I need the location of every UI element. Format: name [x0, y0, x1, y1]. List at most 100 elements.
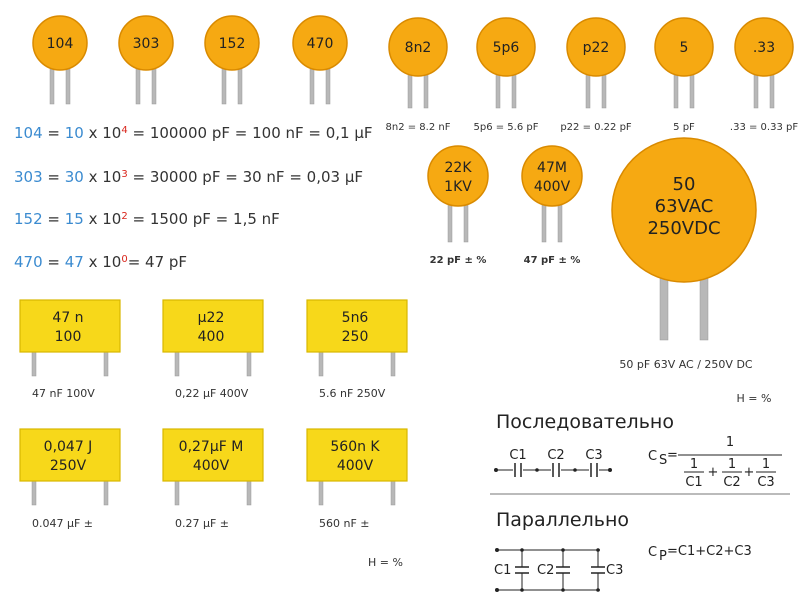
ceramic-disc — [204, 15, 260, 71]
ceramic-disc — [521, 145, 583, 207]
equation-exponent: 4 — [121, 125, 127, 136]
ceramic-capacitor-.33: .33.33 = 0.33 pF — [730, 17, 798, 133]
plus-sign: + — [708, 465, 719, 480]
junction — [561, 548, 565, 552]
ceramic-disc — [734, 17, 794, 77]
capacitor-caption: 22 pF ± % — [430, 255, 487, 266]
ceramic-disc — [32, 15, 88, 71]
equation-code: 470 — [14, 253, 43, 271]
formula-rhs: =C1+C2+C3 — [667, 544, 752, 559]
capacitor-caption: 0,22 µF 400V — [175, 387, 249, 400]
capacitor-line1: µ22 — [198, 310, 225, 326]
capacitor-line1: 0,27µF M — [179, 439, 244, 455]
ceramic-capacitor-152: 152 — [204, 15, 260, 105]
capacitor-code: 8n2 — [405, 40, 432, 56]
equation-times: x 10 — [84, 124, 122, 142]
capacitor-line2: 250 — [342, 329, 369, 345]
junction — [520, 588, 524, 592]
capacitor-caption: 47 pF ± % — [524, 255, 581, 266]
equation-times: x 10 — [84, 168, 122, 186]
formula-lhs: C — [648, 449, 657, 464]
term-numerator: 1 — [728, 457, 736, 472]
capacitor-line1: 5n6 — [342, 310, 369, 326]
lead-right — [103, 480, 109, 506]
lead-right — [246, 480, 252, 506]
equation-times: x 10 — [84, 253, 122, 271]
junction — [561, 588, 565, 592]
capacitor-line3: 250VDC — [647, 218, 720, 239]
lead-left — [318, 480, 324, 506]
code-equation-470: 470 = 47 x 100= 47 pF — [14, 253, 187, 271]
lead-left — [174, 480, 180, 506]
ceramic-capacitor-303: 303 — [118, 15, 174, 105]
formula-numerator: 1 — [726, 435, 734, 450]
junction — [520, 548, 524, 552]
capacitor-caption: 5p6 = 5.6 pF — [474, 122, 539, 133]
capacitor-code: 5 — [680, 40, 689, 56]
equation-result: = 30000 pF = 30 nF = 0,03 µF — [128, 168, 363, 186]
film-body — [306, 428, 408, 482]
lead-right — [246, 351, 252, 377]
tolerance-note: H = % — [368, 556, 403, 569]
capacitor-code: 152 — [219, 36, 246, 52]
parallel-title: Параллельно — [496, 509, 629, 531]
code-equations: 104 = 10 x 104 = 100000 pF = 100 nF = 0,… — [14, 124, 373, 271]
equation-digits: 15 — [65, 210, 84, 228]
ceramic-disc — [654, 17, 714, 77]
capacitor-caption: 0.27 µF ± — [175, 517, 229, 530]
equation-code: 303 — [14, 168, 43, 186]
capacitor-line1: 47 n — [52, 310, 83, 326]
equation-exponent: 2 — [121, 211, 127, 222]
lead-left — [318, 351, 324, 377]
term-numerator: 1 — [690, 457, 698, 472]
ceramic-disc — [118, 15, 174, 71]
capacitor-line1: 50 — [673, 174, 696, 195]
code-equation-104: 104 = 10 x 104 = 100000 pF = 100 nF = 0,… — [14, 124, 373, 142]
capacitor-caption: 0.047 µF ± — [32, 517, 93, 530]
series-capacitor-label: C3 — [585, 448, 602, 463]
capacitor-line2: 63VAC — [655, 196, 714, 217]
term-denominator: C3 — [757, 475, 774, 490]
lead-left — [31, 480, 37, 506]
ceramic-capacitor-104: 104 — [32, 15, 88, 105]
capacitor-gap — [513, 462, 523, 478]
formula-lhs: C — [648, 545, 657, 560]
film-body — [19, 428, 121, 482]
film-body — [162, 428, 264, 482]
capacitor-caption: 8n2 = 8.2 nF — [386, 122, 451, 133]
equation-result: = 1500 pF = 1,5 nF — [128, 210, 280, 228]
equation-digits: 30 — [65, 168, 84, 186]
capacitor-code: 470 — [307, 36, 334, 52]
capacitor-code: p22 — [583, 40, 610, 56]
equation-digits: 47 — [65, 253, 84, 271]
formula-sub: S — [659, 453, 667, 468]
capacitor-caption: 5.6 nF 250V — [319, 387, 386, 400]
ceramic-disc — [427, 145, 489, 207]
capacitor-code: 104 — [47, 36, 74, 52]
film-body — [162, 299, 264, 353]
junction — [573, 468, 577, 472]
equation-exponent: 3 — [121, 169, 127, 180]
capacitor-caption: .33 = 0.33 pF — [730, 122, 798, 133]
series-title: Последовательно — [496, 411, 674, 433]
film-capacitor-row1-2: 5n6 250 5.6 nF 250V — [306, 299, 408, 400]
formula-equals: = — [667, 448, 678, 463]
equation-result: = 100000 pF = 100 nF = 0,1 µF — [128, 124, 373, 142]
term-denominator: C1 — [685, 475, 702, 490]
equation-code: 104 — [14, 124, 43, 142]
equation-code: 152 — [14, 210, 43, 228]
